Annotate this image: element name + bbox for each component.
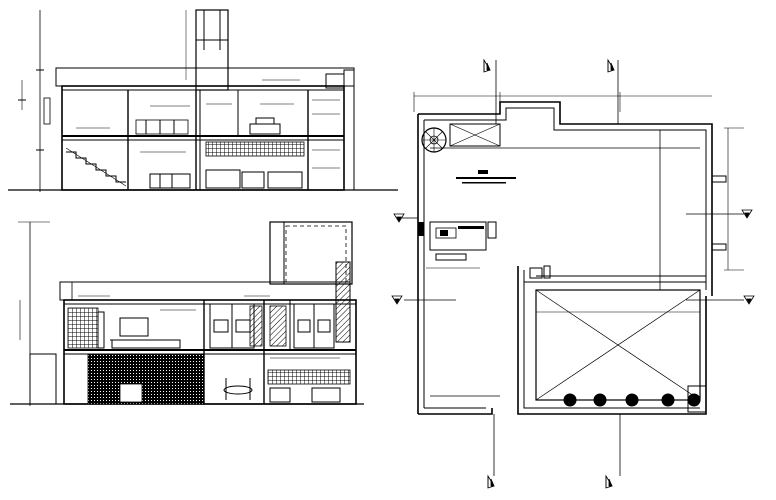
floor-plan — [402, 60, 744, 476]
section-marker-left-lower — [391, 295, 403, 305]
section-marker-top-right — [607, 58, 615, 73]
section-marker-left-upper — [393, 213, 405, 223]
section-marker-right-lower — [743, 295, 755, 305]
section-markers — [391, 58, 755, 489]
section-marker-right-upper — [741, 209, 753, 219]
equipment-circles — [563, 393, 701, 407]
section-marker-bottom-left — [487, 474, 495, 489]
section-marker-top-left — [483, 58, 491, 73]
section-marker-bottom-right — [605, 474, 613, 489]
section-b — [10, 221, 364, 406]
section-a — [8, 9, 398, 192]
